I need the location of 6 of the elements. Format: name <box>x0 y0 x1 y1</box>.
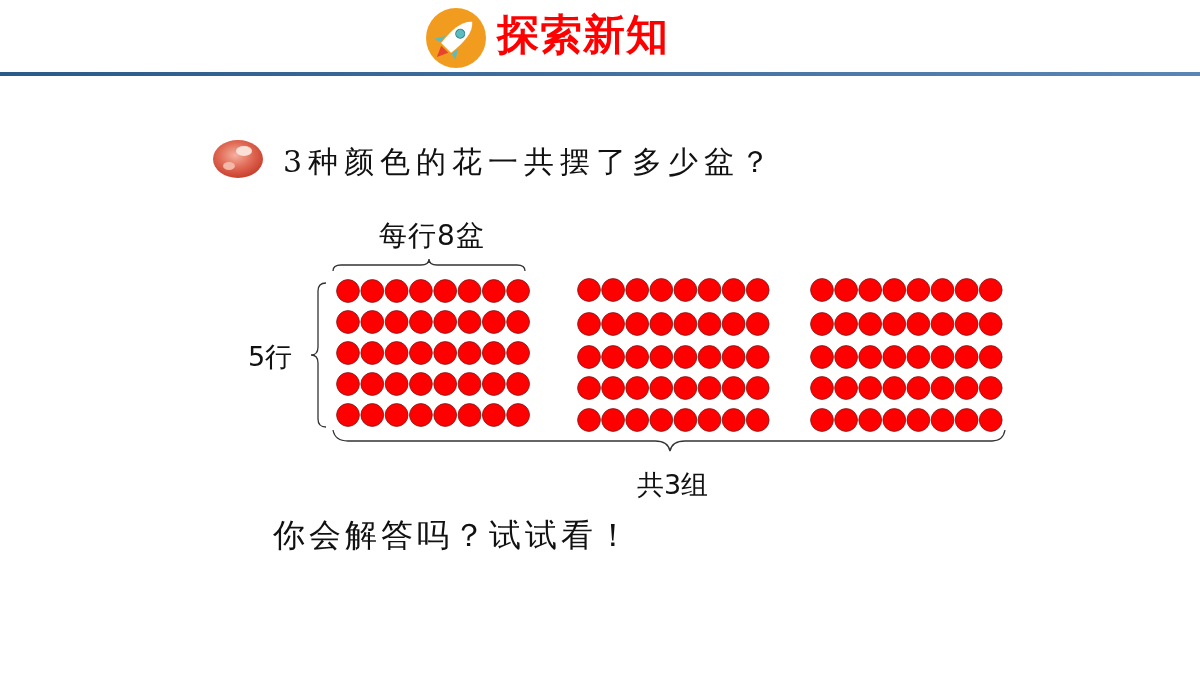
prompt-text: 你会解答吗？试试看！ <box>273 519 633 551</box>
page-title: 探索新知 <box>497 14 669 56</box>
row-total-label: 5行 <box>248 343 293 370</box>
group-count-label: 共3组 <box>637 471 709 498</box>
question-text: 3种颜色的花一共摆了多少盆？ <box>283 147 777 177</box>
row-count-label: 每行8盆 <box>379 222 485 250</box>
